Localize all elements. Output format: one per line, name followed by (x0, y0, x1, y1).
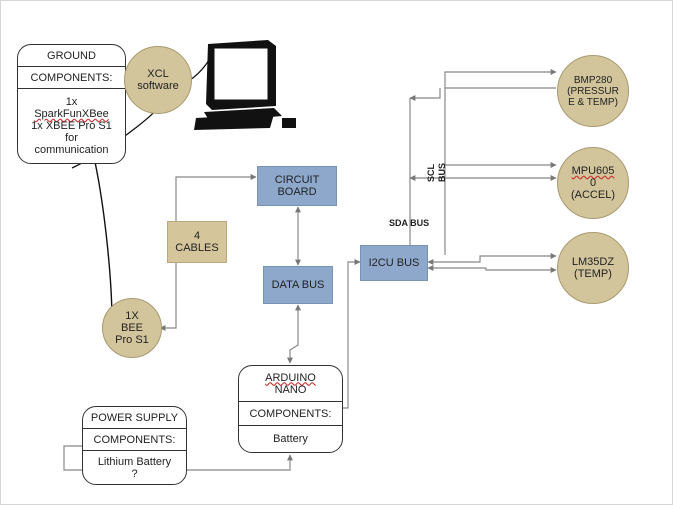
arduino-component-box: ARDUINO NANO COMPONENTS: Battery (238, 365, 343, 453)
bee-line1: 1X (125, 310, 139, 322)
bmp280-line1: BMP280 (573, 74, 613, 86)
i2cu-bus-label: I2CU BUS (368, 257, 420, 269)
ground-components-label: COMPONENTS: (18, 67, 125, 89)
scl-bus-label: SCL BUS (426, 163, 448, 182)
data-bus-block: DATA BUS (263, 266, 333, 304)
ground-items: 1x SparkFunXBee 1x XBEE Pro S1 for commu… (18, 89, 125, 163)
bmp280-sensor-node: BMP280 (PRESSUR E & TEMP) (557, 55, 629, 127)
power-components-label: COMPONENTS: (83, 429, 186, 451)
ground-bee-link (94, 161, 113, 323)
lm35dz-sensor-node: LM35DZ (TEMP) (557, 232, 629, 304)
ground-item-3: 1x XBEE Pro S1 (31, 120, 112, 132)
mpu6050-sensor-node: MPU605 0 (ACCEL) (557, 147, 629, 219)
circuit-board-line2: BOARD (277, 186, 317, 198)
bmp280-line3: E & TEMP) (568, 96, 618, 108)
arduino-item: Battery (273, 433, 308, 445)
bee-pro-node: 1X BEE Pro S1 (102, 298, 162, 358)
mpu-line1: MPU605 (571, 165, 615, 177)
scl-bus-line (444, 69, 557, 255)
power-arduino-wire (63, 445, 293, 471)
xcl-line1: XCL (147, 68, 169, 80)
sda-bus-label: SDA BUS (389, 218, 430, 228)
power-item: Lithium Battery ? (83, 451, 186, 484)
scl-line1: SCL (426, 164, 436, 182)
arduino-title: ARDUINO NANO (239, 366, 342, 402)
ground-item-1: 1x (65, 96, 78, 108)
lm35-line1: LM35DZ (571, 256, 615, 268)
circuit-board-line1: CIRCUIT (274, 174, 320, 186)
data-bus-label: DATA BUS (271, 279, 325, 291)
i2cu-lm35-wire (427, 253, 557, 265)
power-item-line1: Lithium Battery (97, 455, 172, 468)
power-supply-box: POWER SUPPLY COMPONENTS: Lithium Battery… (82, 406, 187, 485)
circuit-board-block: CIRCUIT BOARD (257, 166, 337, 206)
mpu-line3: (ACCEL) (570, 189, 615, 201)
bmp280-line2: (PRESSUR (567, 85, 619, 97)
xcl-software-node: XCL software (124, 46, 192, 114)
scl-line2: BUS (437, 162, 447, 182)
ground-item-4: for (65, 132, 78, 144)
bee-line3: Pro S1 (115, 334, 149, 346)
cables-line2: CABLES (175, 242, 219, 254)
arduino-i2cu-wire (343, 259, 361, 409)
cables-block: 4 CABLES (167, 221, 227, 263)
bee-line2: BEE (120, 322, 143, 334)
mpu-line2: 0 (589, 177, 597, 189)
ground-component-box: GROUND COMPONENTS: 1x SparkFunXBee 1x XB… (17, 44, 126, 164)
ground-item-5: communication (34, 144, 109, 156)
arduino-title-line2: NANO (274, 383, 307, 396)
i2cu-lm35-wire-2 (427, 265, 557, 273)
power-supply-title: POWER SUPPLY (83, 407, 186, 429)
i2cu-bus-block: I2CU BUS (360, 245, 428, 281)
ground-item-2: SparkFunXBee (34, 108, 109, 120)
sda-to-bmp (409, 88, 441, 101)
computer-monitor-icon (194, 40, 296, 130)
power-item-line2: ? (131, 467, 138, 480)
ground-title: GROUND (18, 45, 125, 67)
arduino-title-line1: ARDUINO (265, 371, 316, 384)
xcl-line2: software (137, 80, 179, 92)
databus-arduino-wire (287, 304, 301, 364)
lm35-line2: (TEMP) (574, 268, 612, 280)
arduino-components-label: COMPONENTS: (239, 402, 342, 426)
cables-line1: 4 (193, 230, 201, 242)
